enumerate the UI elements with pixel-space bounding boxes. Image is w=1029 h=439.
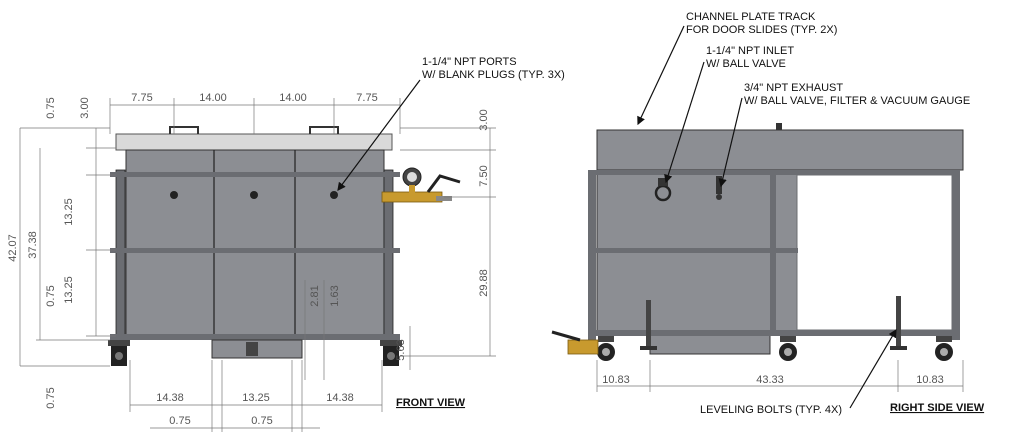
side-rail-bottom [588,330,960,336]
front-rail-top [110,172,400,177]
lid-handle-right [309,126,339,134]
dim-left-075-mid: 0.75 [45,285,57,306]
lid-handle-left [169,126,199,134]
side-caster-1 [597,336,615,361]
dim-top-1: 7.75 [131,92,152,104]
dim-bottom-1438-b: 14.38 [326,392,354,404]
dim-right-750: 7.50 [478,165,490,186]
front-view: 7.75 14.00 14.00 7.75 0.75 42.07 0.75 37… [7,56,565,432]
dim-left-075-bottom: 0.75 [45,387,57,408]
callout-ports-line1: 1-1/4" NPT PORTS [422,56,517,68]
dim-bottom-1438-a: 14.38 [156,392,184,404]
callout-exhaust-line2: W/ BALL VALVE, FILTER & VACUUM GAUGE [744,95,970,107]
side-view: CHANNEL PLATE TRACK FOR DOOR SLIDES (TYP… [551,11,985,416]
side-rail-mid [588,248,798,253]
side-dim-4333: 43.33 [756,374,784,386]
front-drain-fitting [246,342,258,356]
port-plug-2 [250,191,258,199]
side-rail-top [588,170,960,175]
callout-track-line2: FOR DOOR SLIDES (TYP. 2X) [686,24,837,36]
dim-left-1325-b: 13.25 [63,276,75,304]
dim-right-300: 3.00 [478,109,490,130]
side-caster-2 [779,336,797,361]
callout-inlet-line1: 1-1/4" NPT INLET [706,45,794,57]
dim-right-563: 5.63 [395,339,407,360]
front-caster-right [380,340,402,366]
dim-top-3: 14.00 [279,92,307,104]
dim-bottom-1325: 13.25 [242,392,270,404]
side-inlet-valve [654,178,672,202]
leader-inlet [664,61,705,184]
front-leg-left [115,169,126,341]
port-plug-3 [330,191,338,199]
side-top-housing [596,129,964,171]
dim-left-075-top: 0.75 [45,97,57,118]
dim-bottom2-075-a: 0.75 [169,415,190,427]
leader-ports [337,79,421,191]
callout-exhaust-line1: 3/4" NPT EXHAUST [744,82,843,94]
dim-right-2988: 29.88 [478,269,490,297]
side-leg-3 [952,170,960,340]
front-rail-bottom [110,334,400,340]
front-view-title: FRONT VIEW [396,397,466,409]
dim-left-overall: 42.07 [7,234,19,262]
callout-inlet-line2: W/ BALL VALVE [706,58,786,70]
side-track-knob [776,123,782,130]
side-leveling-bolt-right [890,296,907,350]
leader-leveling [849,328,897,409]
side-exhaust-valve [716,176,722,200]
dim-inner-281: 2.81 [309,285,321,306]
front-tank-body [125,149,385,337]
front-rail-middle [110,248,400,253]
leader-exhaust [718,97,743,188]
callout-ports-line2: W/ BLANK PLUGS (TYP. 3X) [422,69,565,81]
port-plug-1 [170,191,178,199]
side-leveling-bolt-left [640,300,657,350]
dim-left-1325-a: 13.25 [63,198,75,226]
dim-left-3738: 37.38 [27,231,39,259]
front-lid [115,133,393,151]
front-caster-left [108,340,130,366]
side-view-title: RIGHT SIDE VIEW [890,402,985,414]
dim-inner-163: 1.63 [329,285,341,306]
callout-leveling: LEVELING BOLTS (TYP. 4X) [700,404,842,416]
dim-bottom2-075-b: 0.75 [251,415,272,427]
side-dim-1083-b: 10.83 [916,374,944,386]
dim-top-4: 7.75 [356,92,377,104]
side-shelf-frame [796,174,953,331]
side-leg-1 [588,170,596,340]
callout-track-line1: CHANNEL PLATE TRACK [686,11,816,23]
dim-top-2: 14.00 [199,92,227,104]
front-valve-assembly [381,167,461,203]
dim-left-300: 3.00 [79,97,91,118]
side-sump [649,333,771,355]
leader-track [637,25,685,126]
side-caster-3 [935,336,953,361]
side-dim-1083-a: 10.83 [602,374,630,386]
side-ball-valve [551,330,599,355]
